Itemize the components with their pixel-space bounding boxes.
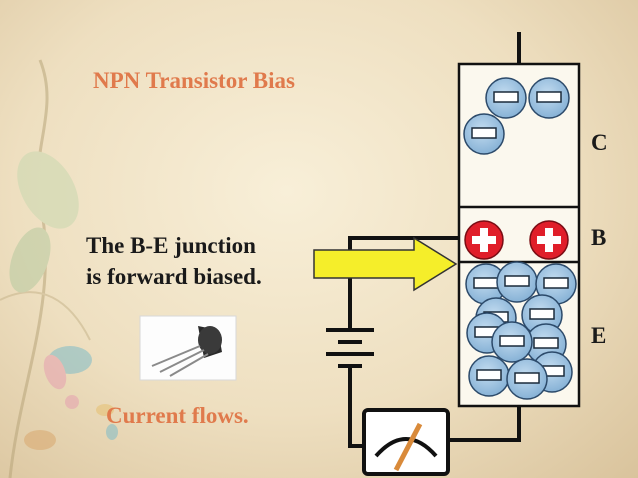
collector-label: C [591,130,608,155]
current-flows-text: Current flows. [106,403,249,428]
meter-icon [362,408,450,476]
negative-charge-icon [528,77,570,119]
junction-note-line1: The B-E junction [86,233,256,258]
negative-charge-icon [485,77,527,119]
negative-charge-icon [468,355,510,397]
emitter-charges [465,261,577,400]
arrow-icon [313,236,458,292]
base-label: B [591,225,607,250]
negative-charge-icon [463,113,505,155]
emitter-label: E [591,323,607,348]
floral-decoration [0,59,118,478]
negative-charge-icon [491,321,533,363]
negative-charge-icon [506,358,548,400]
negative-charge-icon [496,261,538,303]
battery-icon [326,328,374,368]
positive-charge-icon [464,220,504,260]
circuit-wires [348,32,521,448]
junction-note-line2: is forward biased. [86,264,262,289]
slide-title: NPN Transistor Bias [93,68,295,93]
transistor-photo [139,315,237,381]
positive-charge-icon [529,220,569,260]
